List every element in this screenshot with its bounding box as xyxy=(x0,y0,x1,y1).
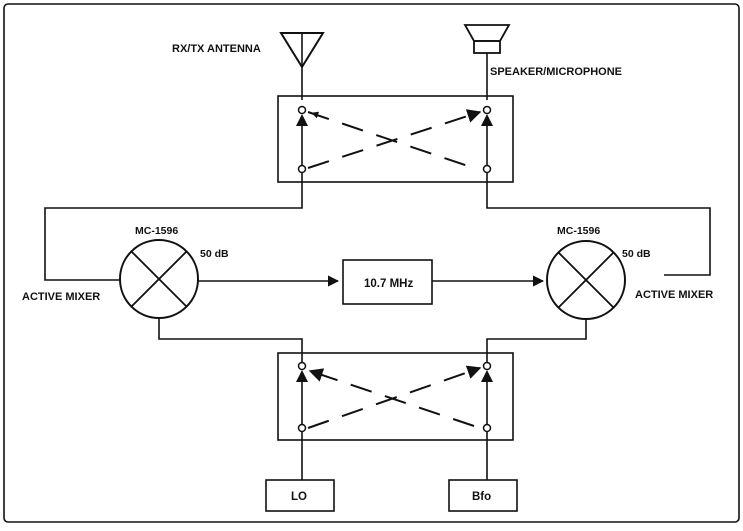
wire-top-left xyxy=(44,172,303,281)
left-mixer-part: MC-1596 xyxy=(135,225,178,237)
wire-top-right xyxy=(486,172,711,276)
speaker-icon xyxy=(463,24,511,100)
antenna-label: RX/TX ANTENNA xyxy=(172,43,261,55)
wire-right-mixer-bottom xyxy=(486,319,587,366)
right-mixer-part: MC-1596 xyxy=(557,225,600,237)
lo-label: LO xyxy=(291,491,307,503)
right-mixer xyxy=(546,240,626,320)
right-mixer-gain: 50 dB xyxy=(622,248,651,260)
if-filter-label: 10.7 MHz xyxy=(364,278,413,290)
right-mixer-name: ACTIVE MIXER xyxy=(635,289,713,301)
left-mixer-gain: 50 dB xyxy=(200,248,229,260)
top-switch-box xyxy=(277,95,514,183)
left-mixer-name: ACTIVE MIXER xyxy=(22,291,100,303)
outer-frame xyxy=(3,3,740,523)
if-filter-box xyxy=(342,259,433,305)
bottom-switch-box xyxy=(277,352,514,441)
antenna-icon xyxy=(279,32,325,100)
left-mixer xyxy=(119,239,199,319)
bfo-label: Bfo xyxy=(472,491,491,503)
lo-box xyxy=(265,479,335,512)
bfo-box xyxy=(448,479,518,512)
wire-left-mixer-bottom xyxy=(158,318,303,366)
speaker-label: SPEAKER/MICROPHONE xyxy=(490,66,622,78)
